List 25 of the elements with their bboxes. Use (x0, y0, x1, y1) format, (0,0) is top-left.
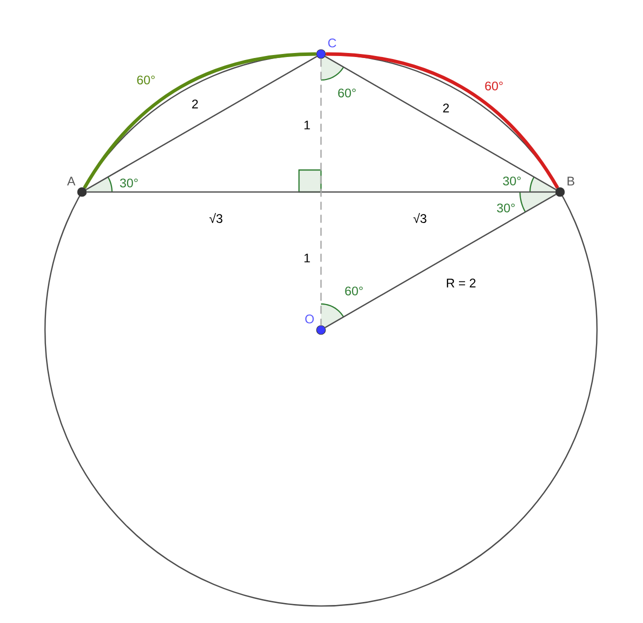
angle-label: 30° (120, 178, 138, 188)
point: C (316, 38, 336, 59)
edge-label: 2 (192, 100, 198, 108)
edge-label: 60° (485, 82, 503, 90)
length-label: 1 (304, 254, 310, 262)
node-label: C (328, 38, 336, 48)
angle-label: 60° (345, 286, 363, 296)
point: B (555, 176, 574, 197)
edge-label: 60° (137, 76, 155, 84)
angle-label: 30° (497, 204, 515, 212)
length-label: √3 (209, 213, 222, 223)
segment (324, 194, 556, 328)
node-label: O (305, 314, 314, 324)
dashed-line (320, 58, 322, 326)
edge-label: R = 2 (446, 278, 476, 288)
length-label: √3 (413, 213, 426, 223)
length-label: 1 (304, 120, 310, 130)
angle-label: 30° (503, 176, 521, 186)
angle-label: 60° (338, 88, 356, 98)
segment (86, 191, 556, 193)
point: A (67, 176, 87, 197)
node-label: A (67, 176, 76, 186)
edge-label: 2 (443, 104, 449, 112)
point: O (305, 314, 326, 335)
node-label: B (568, 176, 574, 186)
